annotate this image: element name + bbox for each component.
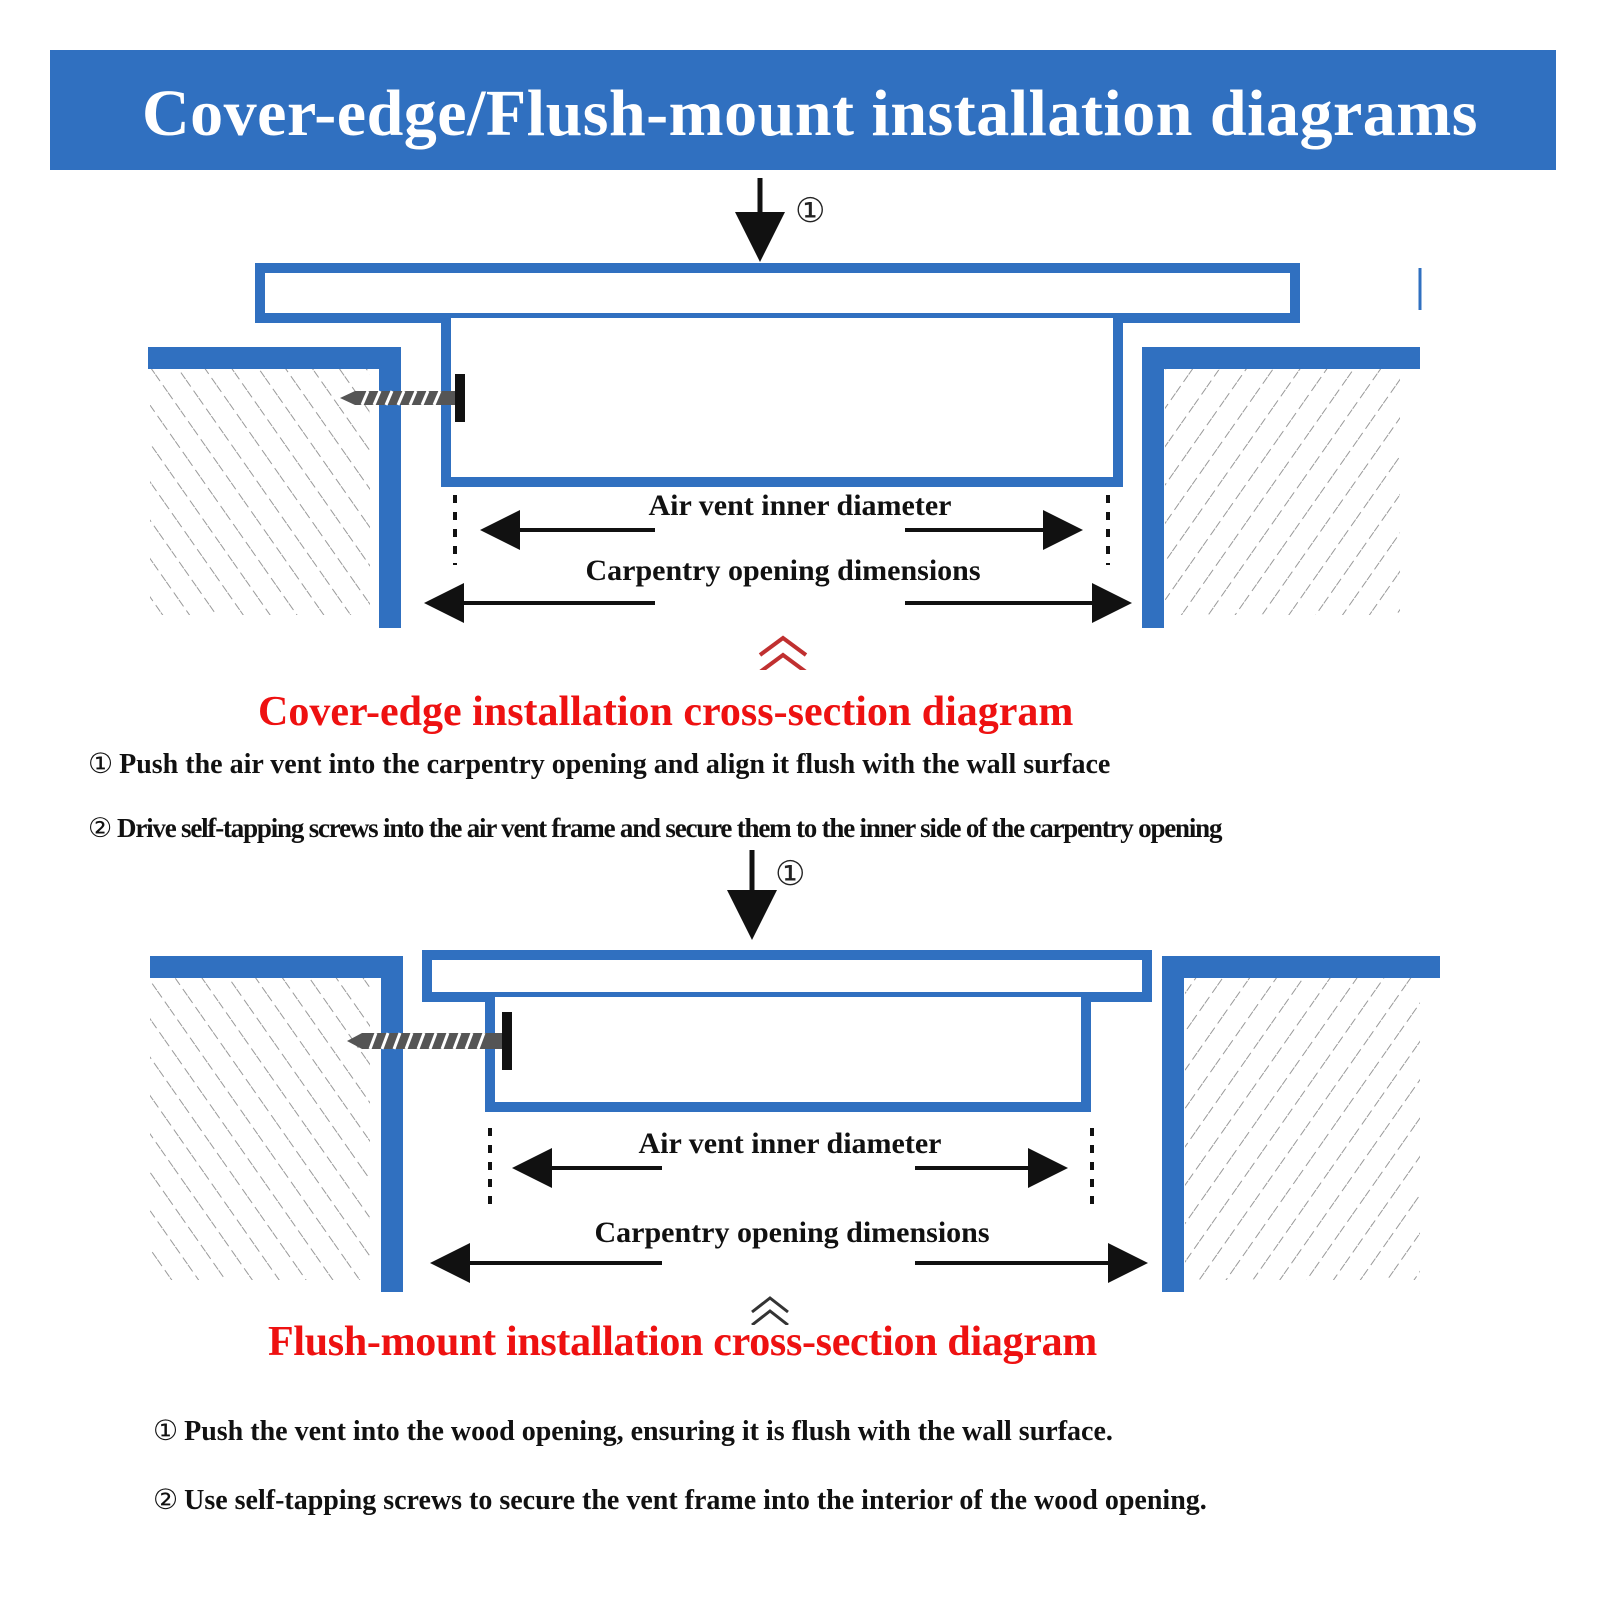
flush-mount-caption: Flush-mount installation cross-section d… — [268, 1319, 1097, 1365]
double-chevron-up-icon — [758, 635, 808, 670]
title-banner: Cover-edge/Flush-mount installation diag… — [50, 50, 1556, 170]
opening-dimensions-label: Carpentry opening dimensions — [594, 1216, 989, 1249]
screw-icon — [340, 374, 465, 422]
inner-diameter-label: Air vent inner diameter — [648, 489, 951, 522]
opening-dimensions-label: Carpentry opening dimensions — [585, 554, 980, 587]
vent-flange — [255, 263, 1300, 323]
step-text: Push the air vent into the carpentry ope… — [119, 749, 1111, 780]
left-wall-edge — [148, 347, 401, 628]
vent-body — [485, 997, 1091, 1112]
step-text: Drive self-tapping screws into the air v… — [117, 813, 1222, 843]
step-number: ① — [153, 1414, 179, 1447]
vent-body — [441, 318, 1123, 487]
right-wall-edge — [1162, 956, 1440, 1292]
cover-edge-caption: Cover-edge installation cross-section di… — [258, 689, 1074, 735]
step-text: Use self-tapping screws to secure the ve… — [184, 1485, 1207, 1516]
double-chevron-up-icon — [751, 1296, 789, 1325]
left-wall-hatch — [150, 365, 370, 615]
step-marker-1: ① — [795, 191, 825, 231]
step-number: ② — [153, 1483, 179, 1516]
right-wall-hatch — [1185, 975, 1420, 1280]
page-title: Cover-edge/Flush-mount installation diag… — [142, 77, 1478, 150]
left-wall-hatch — [150, 975, 370, 1280]
left-wall-edge — [150, 956, 403, 1292]
step-marker-1: ① — [775, 854, 805, 894]
cover-edge-diagram: ① Air vent inner diameter Carpentry open… — [148, 178, 1422, 670]
vent-flange — [422, 950, 1152, 1002]
step-text: Push the vent into the wood opening, ens… — [184, 1416, 1113, 1447]
right-wall-hatch — [1165, 365, 1400, 615]
step-number: ② — [88, 813, 112, 844]
flush-mount-diagram: ① Air vent inner diameter Carpentry open… — [150, 850, 1440, 1325]
screw-icon — [347, 1012, 512, 1070]
inner-diameter-label: Air vent inner diameter — [638, 1127, 941, 1160]
right-wall-edge — [1142, 347, 1420, 628]
step-number: ① — [88, 747, 114, 780]
